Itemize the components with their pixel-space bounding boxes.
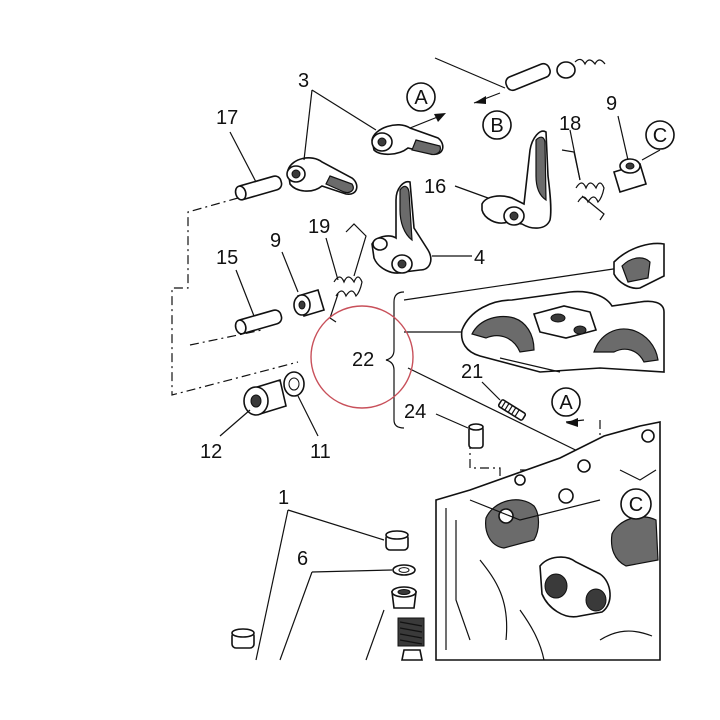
- callout-4: 4: [474, 247, 485, 269]
- view-marker-b: B: [482, 110, 512, 140]
- part-12-plug-bolt: [219, 378, 287, 437]
- part-21-stud: [481, 381, 527, 421]
- view-marker-c-bottom: C: [620, 488, 652, 520]
- view-marker-a-mid: A: [551, 387, 585, 427]
- view-marker-c-right: C: [641, 120, 675, 161]
- part-19-torsion-spring: [325, 223, 367, 323]
- camshaft-cap-main: [460, 290, 665, 373]
- callout-16: 16: [424, 176, 446, 198]
- part-3-leader-lines: [303, 89, 377, 161]
- part-9-collar-upper: [613, 115, 647, 194]
- part-1-valve-cap-upper: [385, 530, 409, 551]
- svg-text:C: C: [629, 494, 643, 516]
- callout-18: 18: [559, 113, 581, 135]
- part-1-valve-cap-lower: [231, 628, 255, 649]
- callout-19: 19: [308, 216, 330, 238]
- callout-1: 1: [278, 487, 289, 509]
- top-shaft-assembly: [434, 57, 606, 104]
- svg-text:A: A: [559, 392, 573, 414]
- part-22-bracket-group: [385, 267, 621, 463]
- callout-11: 11: [310, 441, 331, 463]
- callout-3: 3: [298, 70, 309, 92]
- valve-spring-seat: [365, 586, 417, 661]
- part-24-dowel: [435, 413, 484, 449]
- svg-text:C: C: [653, 125, 667, 147]
- callout-12: 12: [200, 441, 222, 463]
- highlight-circle: [310, 305, 414, 409]
- svg-text:A: A: [414, 87, 428, 109]
- valve-spring: [397, 617, 425, 661]
- part-1-leader-lines: [255, 509, 385, 661]
- callout-15: 15: [216, 247, 238, 269]
- part-6-valve-keeper: [279, 564, 416, 661]
- part-16-rocker-arm: [454, 130, 552, 229]
- callout-9-upper: 9: [606, 93, 617, 115]
- callout-21: 21: [461, 361, 483, 383]
- cylinder-head: [435, 421, 661, 661]
- callout-22: 22: [352, 349, 374, 371]
- svg-text:B: B: [490, 115, 503, 137]
- part-18-torsion-spring: [561, 129, 605, 221]
- part-17-pin: [229, 131, 283, 201]
- callout-labels: 3 17 18 9 16 9 19 4 15 22 21 24 12 11 1 …: [200, 70, 617, 570]
- callout-24: 24: [404, 401, 426, 423]
- callout-17: 17: [216, 107, 238, 129]
- part-15-pin: [234, 269, 283, 335]
- callout-6: 6: [297, 548, 308, 570]
- view-marker-a-top: A: [406, 82, 446, 129]
- part-3-rocker-arm-front: [286, 157, 358, 195]
- part-11-washer: [283, 371, 319, 437]
- camshaft-cap-top: [613, 242, 665, 290]
- callout-9-lower: 9: [270, 230, 281, 252]
- part-4-rocker-arm: [371, 180, 472, 274]
- part-9-collar-lower: [281, 251, 325, 317]
- part-3-rocker-arm-rear: [371, 124, 444, 156]
